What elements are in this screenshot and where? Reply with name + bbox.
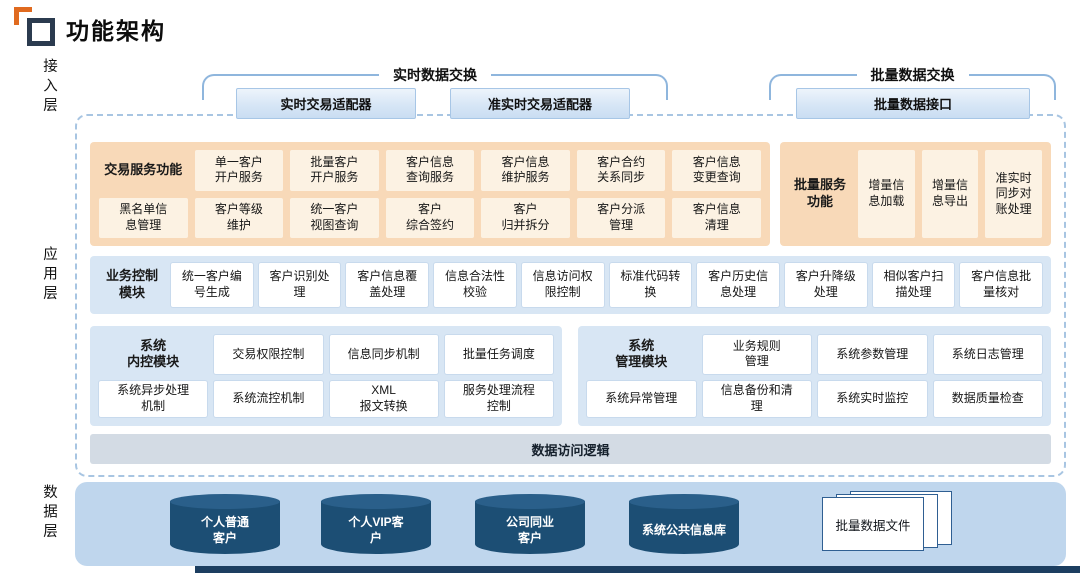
database-label: 系统公共信息库	[641, 523, 726, 538]
file-stack-icon: 批量数据文件	[822, 491, 956, 555]
service-box: 统一客户视图查询	[290, 197, 379, 238]
module-box: 系统异常管理	[587, 380, 696, 417]
data-layer-container: 个人普通客户 个人VIP客户 公司同业客户 系统公共信息库 批量数据文件	[75, 482, 1066, 566]
module-box: 客户识别处理	[258, 263, 341, 307]
service-box: 客户合约关系同步	[576, 150, 666, 191]
module-box: 业务规则 管理	[702, 335, 811, 374]
system-management-section: 系统 管理模块 业务规则 管理 系统参数管理 系统日志管理 系统异常管理 信息备…	[578, 326, 1051, 426]
logo-navy-square	[27, 18, 55, 46]
database-label: 个人VIP客户	[348, 515, 404, 545]
business-control-section: 业务控制模块 统一客户编号生成 客户识别处理 客户信息覆盖处理 信息合法性校验 …	[90, 256, 1051, 314]
logo-orange-bracket	[14, 7, 32, 25]
module-box: 系统日志管理	[933, 335, 1042, 374]
batch-data-interface-box: 批量数据接口	[796, 88, 1030, 119]
cylinder-top	[475, 494, 585, 509]
business-control-label: 业务控制模块	[105, 268, 158, 300]
service-box: 客户信息清理	[672, 197, 761, 238]
system-internal-control-section: 系统 内控模块 交易权限控制 信息同步机制 批量任务调度 系统异步处理机制 系统…	[90, 326, 562, 426]
module-box: 客户信息覆盖处理	[346, 263, 429, 307]
service-box: 客户 综合签约	[385, 197, 475, 238]
cylinder-body	[475, 501, 585, 554]
service-box: 客户分派管理	[576, 197, 666, 238]
batch-data-file-label: 批量数据文件	[835, 518, 911, 533]
module-box: 标准代码转换	[609, 263, 692, 307]
system-internal-control-label: 系统 内控模块	[127, 337, 180, 370]
service-box: 黑名单信息管理	[99, 197, 188, 238]
module-box: 客户历史信息处理	[697, 263, 779, 307]
module-box: 系统实时监控	[818, 380, 927, 417]
quasi-realtime-transaction-adapter-box: 准实时交易适配器	[450, 88, 630, 119]
module-box: 交易权限控制	[214, 335, 323, 374]
transaction-services-section: 交易服务功能 单一客户开户服务 批量客户开户服务 客户信息查询服务 客户信息维护…	[90, 142, 770, 246]
realtime-exchange-label: 实时数据交换	[379, 65, 491, 85]
footer-bar	[195, 566, 1080, 573]
realtime-transaction-adapter-box: 实时交易适配器	[236, 88, 416, 119]
module-box: 信息访问权限控制	[521, 263, 604, 307]
module-box: 数据质量检查	[933, 380, 1042, 417]
module-box: 系统流控机制	[214, 380, 323, 417]
layer-label-access: 接入层	[41, 58, 57, 117]
system-management-label: 系统 管理模块	[615, 337, 668, 370]
module-box: 系统参数管理	[818, 335, 927, 374]
module-box: 系统异步处理机制	[99, 380, 208, 417]
transaction-services-label: 交易服务功能	[104, 161, 183, 177]
cylinder-top	[321, 494, 431, 509]
module-box: 信息合法性校验	[434, 263, 516, 307]
application-layer-container: 交易服务功能 单一客户开户服务 批量客户开户服务 客户信息查询服务 客户信息维护…	[75, 114, 1066, 477]
module-box: 统一客户编号生成	[171, 263, 253, 307]
batch-exchange-bracket: 批量数据交换	[769, 65, 1056, 100]
module-box: 信息同步机制	[329, 335, 438, 374]
cylinder-top	[629, 494, 739, 509]
module-box: 客户信息批量核对	[960, 263, 1043, 307]
service-box: 增量信息导出	[921, 150, 979, 238]
database-label: 公司同业客户	[505, 515, 554, 545]
database-cylinder: 公司同业客户	[475, 494, 585, 554]
service-box: 客户信息变更查询	[672, 150, 761, 191]
module-box: 信息备份和清理	[702, 380, 811, 417]
database-label: 个人普通客户	[200, 515, 249, 545]
module-box: 客户升降级处理	[784, 263, 867, 307]
database-cylinder: 个人VIP客户	[321, 494, 431, 554]
module-box: XML 报文转换	[329, 380, 438, 417]
database-cylinder: 个人普通客户	[170, 494, 280, 554]
cylinder-body	[170, 501, 280, 554]
service-box: 客户信息查询服务	[385, 150, 475, 191]
page-title: 功能架构	[66, 18, 166, 44]
layer-label-application: 应用层	[41, 246, 57, 305]
cylinder-body	[629, 501, 739, 554]
batch-services-label: 批量服务功能	[793, 177, 846, 209]
cylinder-top	[170, 494, 280, 509]
realtime-exchange-bracket: 实时数据交换	[202, 65, 668, 100]
service-box: 客户等级维护	[194, 197, 284, 238]
service-box: 批量客户开户服务	[290, 150, 379, 191]
service-box: 准实时同步对账处理	[985, 150, 1043, 238]
service-box: 单一客户开户服务	[194, 150, 284, 191]
service-box: 客户 归并拆分	[481, 197, 570, 238]
batch-services-section: 批量服务功能 增量信息加载 增量信息导出 准实时同步对账处理	[780, 142, 1051, 246]
file-sheet: 批量数据文件	[822, 497, 924, 551]
service-box: 增量信息加载	[858, 150, 915, 238]
module-box: 服务处理流程控制	[444, 380, 553, 417]
data-access-logic-bar: 数据访问逻辑	[90, 434, 1051, 464]
service-box: 客户信息维护服务	[481, 150, 570, 191]
cylinder-body	[321, 501, 431, 554]
logo-icon	[14, 7, 58, 51]
module-box: 相似客户扫描处理	[872, 263, 955, 307]
batch-exchange-label: 批量数据交换	[856, 65, 969, 85]
module-box: 批量任务调度	[444, 335, 553, 374]
layer-label-data: 数据层	[41, 484, 57, 543]
database-cylinder: 系统公共信息库	[629, 494, 739, 554]
